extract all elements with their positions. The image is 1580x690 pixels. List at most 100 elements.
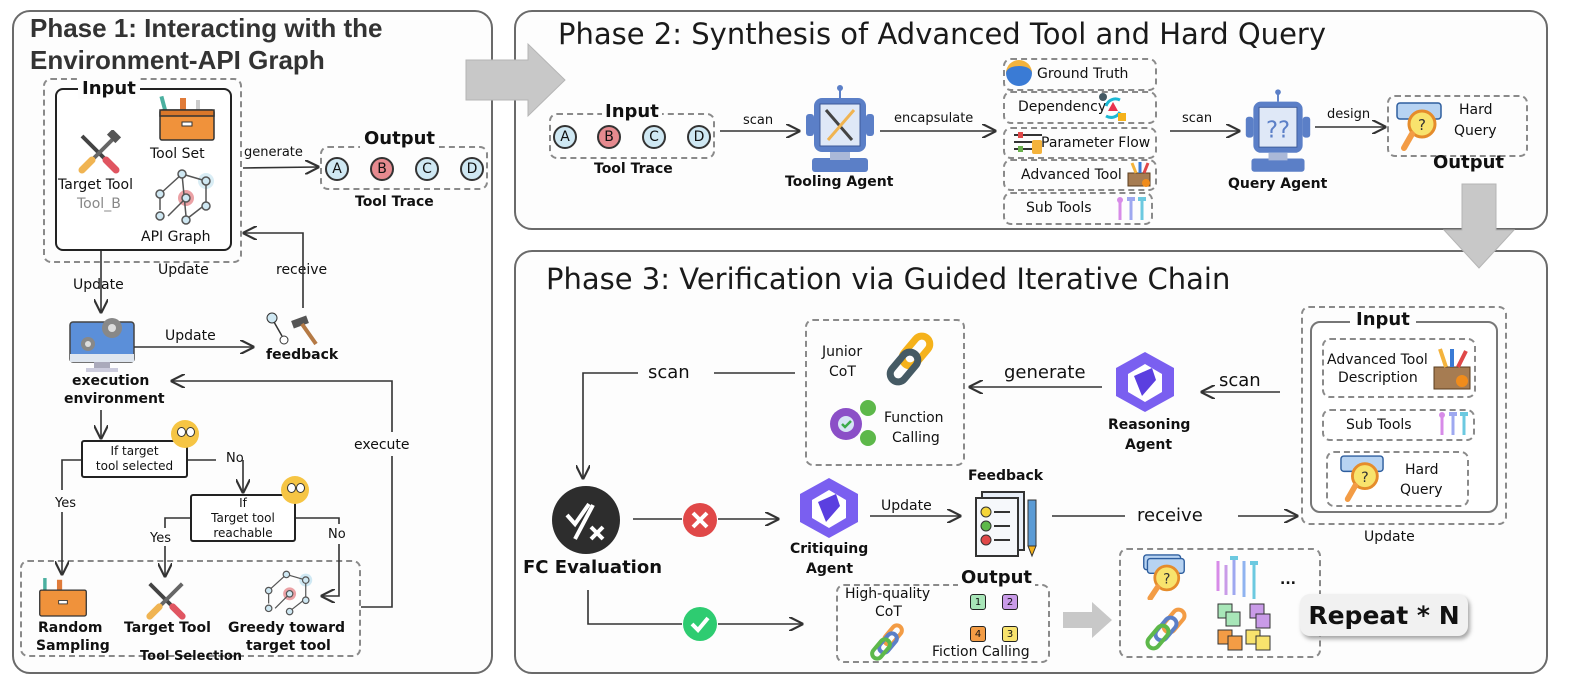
tooling-agent-label: Tooling Agent (785, 174, 894, 190)
decision2-yes-label: Yes (150, 531, 171, 546)
decision-target-tool-reachable: If Target tool reachable (190, 494, 296, 542)
advanced-tool-box (1003, 159, 1157, 191)
decision2-line3: reachable (213, 525, 273, 540)
execution-environment-label-1: execution (72, 373, 150, 389)
phase3-update-label: Update (881, 498, 932, 514)
random-sampling-label-1: Random (38, 620, 103, 636)
component-ground-truth: Ground Truth (1037, 66, 1129, 82)
phase3-hard-query-label-1: Hard (1405, 462, 1439, 478)
thinking-emoji-icon (281, 476, 309, 504)
component-advanced-tool: Advanced Tool (1021, 167, 1122, 183)
query-agent-label: Query Agent (1228, 176, 1328, 192)
phase3-hard-query-label-2: Query (1400, 482, 1443, 498)
decision-target-tool-selected: If target tool selected (81, 440, 188, 478)
ellipsis-label: ... (1280, 572, 1296, 588)
phase2-title: Phase 2: Synthesis of Advanced Tool and … (558, 17, 1326, 51)
phase3-input-outer (1301, 306, 1507, 525)
critiquing-agent-label-2: Agent (806, 561, 854, 577)
sub-tools-screws-icon (1117, 197, 1146, 220)
hard-query-icon: ? (1396, 102, 1442, 151)
adv-tool-desc-box (1322, 338, 1476, 398)
decision1-line2: tool selected (95, 459, 174, 473)
decision2-line1: If (239, 495, 247, 510)
reasoning-agent-label-2: Agent (1125, 437, 1173, 453)
greedy-graph-icon (264, 570, 313, 616)
parameter-flow-icon (1014, 132, 1042, 154)
phase3-scan-right-label: scan (1219, 370, 1261, 391)
decision1-no-label: No (226, 451, 244, 466)
phase1-input-outer (43, 78, 242, 263)
fc-step-4: 4 (970, 626, 986, 642)
design-label: design (1327, 107, 1371, 122)
greedy-label-2: target tool (246, 638, 331, 654)
fiction-calling-label: Fiction Calling (932, 644, 1030, 660)
fc-evaluation-icon (552, 486, 620, 554)
query-agent-robot-icon: ?? (1245, 89, 1311, 172)
phase1-tool-trace-label: Tool Trace (355, 194, 434, 210)
receive-label: receive (276, 262, 328, 278)
queries-stack-icon: ? (1143, 554, 1185, 600)
fc-step-3: 3 (1002, 626, 1018, 642)
phase1-title-line2: Environment-API Graph (30, 45, 325, 75)
pass-check-icon (683, 607, 717, 641)
target-tool-value: Tool_B (77, 196, 121, 212)
phase2-scan2-label: scan (1182, 111, 1213, 126)
random-sampling-toolbox-icon (39, 578, 87, 617)
sub-tools-box (1003, 192, 1153, 225)
component-parameter-flow: Parameter Flow (1041, 135, 1151, 151)
function-calling-gear-icon (830, 400, 876, 446)
phase3-feedback-label: Feedback (968, 468, 1044, 484)
repeat-n-badge: Repeat * N (1300, 594, 1468, 636)
high-quality-cot-label-1: High-quality (845, 586, 931, 602)
function-calling-label-2: Calling (892, 430, 940, 446)
trace-node-a: A (325, 157, 349, 181)
fc-step-2: 2 (1002, 594, 1018, 610)
fc-evaluation-label: FC Evaluation (523, 557, 663, 578)
high-quality-cot-label-2: CoT (875, 604, 902, 620)
phase3-sub-tools-box (1322, 409, 1475, 441)
function-calling-label-1: Function (884, 410, 944, 426)
advanced-tool-icon (1127, 162, 1151, 187)
target-tool-label: Target Tool (58, 177, 133, 193)
ground-truth-box (1003, 58, 1157, 91)
phase2-input-label: Input (602, 101, 662, 122)
ground-truth-icon (1006, 60, 1032, 86)
phase2-output-label: Output (1433, 152, 1505, 173)
execution-environment-icon (69, 318, 135, 372)
trace-node-d: D (460, 157, 484, 181)
decision1-line1: If target (110, 444, 159, 458)
target-tool-choice-label: Target Tool (124, 620, 211, 636)
decision2-no-label: No (328, 527, 346, 542)
phase3-receive-label: receive (1137, 505, 1203, 526)
feedback-label: feedback (266, 347, 339, 363)
high-quality-output-box (836, 584, 1050, 663)
feedback-document-icon (975, 491, 1037, 558)
phase3-update-under-input: Update (1364, 529, 1415, 545)
target-tool-choice-icon (146, 582, 186, 620)
p2-trace-node-b: B (597, 125, 621, 149)
chains-stack-icon (1145, 607, 1187, 651)
random-sampling-label-2: Sampling (36, 638, 110, 654)
toolbox-icon (159, 95, 215, 141)
phase3-scan-left-label: scan (648, 362, 690, 383)
advanced-tool-box-icon (1433, 348, 1471, 390)
greedy-label-1: Greedy toward (228, 620, 346, 636)
component-sub-tools: Sub Tools (1026, 200, 1092, 216)
tooling-agent-robot-icon (806, 85, 874, 172)
high-quality-chain-icon (870, 623, 904, 661)
decision2-line2: Target tool (211, 510, 275, 525)
phase1-input-label: Input (78, 78, 140, 99)
phase3-hard-query-icon: ? (1340, 455, 1384, 502)
fc-steps-stack-icon (1217, 603, 1271, 651)
svg-text:?: ? (1163, 571, 1170, 587)
p2-trace-node-a: A (553, 125, 577, 149)
junior-cot-label-1: Junior (822, 344, 863, 360)
p2-trace-node-c: C (642, 125, 666, 149)
fail-x-icon (683, 503, 717, 537)
encapsulate-label: encapsulate (894, 111, 974, 126)
svg-text:??: ?? (1266, 118, 1290, 144)
phase2-hard-query-line2: Query (1454, 123, 1497, 139)
phase3-sub-tools-screws-icon (1439, 412, 1468, 435)
generate-label: generate (244, 145, 303, 160)
phase2-hard-query-line1: Hard (1459, 102, 1493, 118)
